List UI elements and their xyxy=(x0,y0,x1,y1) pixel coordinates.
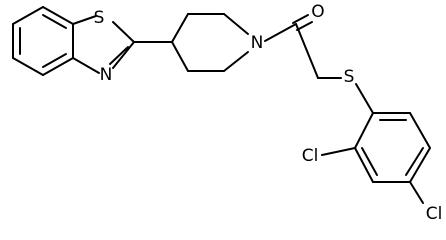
atom-label-chloro-para: Cl xyxy=(426,204,443,224)
bond-sulfur-aryl xyxy=(355,83,374,114)
atom-label-chloro-ortho: Cl xyxy=(302,146,319,166)
thiazole-ring xyxy=(72,15,135,74)
bond-chloro-ortho xyxy=(321,147,356,156)
piperidine-ring xyxy=(171,13,249,72)
amide-carbonyl xyxy=(264,14,319,79)
benzene-ring-fused xyxy=(12,6,74,76)
dichlorophenyl-ring xyxy=(354,112,431,183)
atom-label-thiazole-nitrogen: N xyxy=(100,65,113,85)
molecule-structure: S N N O S Cl Cl xyxy=(12,2,443,224)
bond-chloro-para xyxy=(409,181,424,204)
atom-label-thioether-sulfur: S xyxy=(344,67,355,87)
atom-label-thiazole-sulfur: S xyxy=(94,8,105,28)
atom-label-carbonyl-oxygen: O xyxy=(311,2,324,22)
atom-label-piperidine-nitrogen: N xyxy=(251,33,264,53)
